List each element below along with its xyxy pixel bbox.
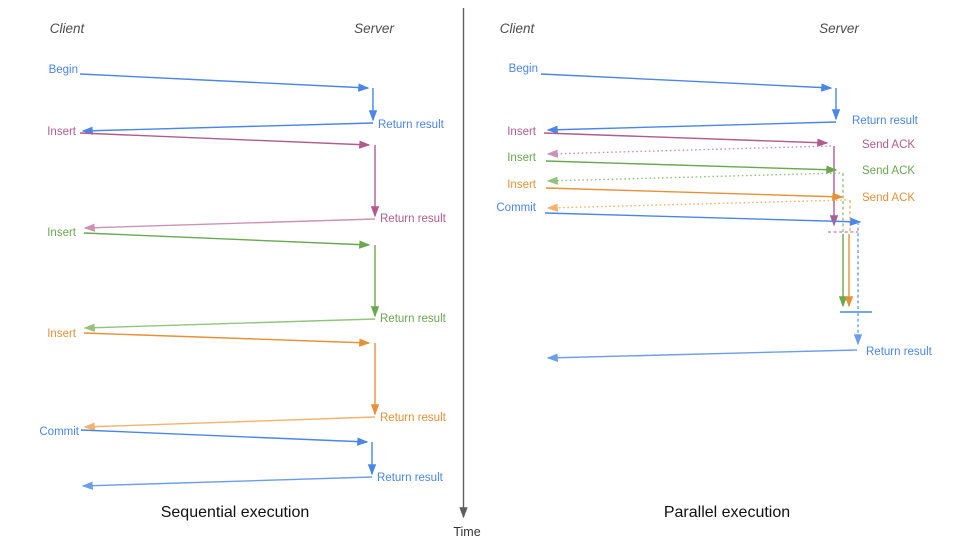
message-label-send-ack-3: Send ACK <box>862 192 915 204</box>
message-label-send-ack-1: Send ACK <box>862 139 915 151</box>
sequential-panel: Client Server Begin Return result Insert… <box>39 21 446 521</box>
message-label-return-result: Return result <box>380 313 447 325</box>
ack-arrow-insert-1 <box>546 145 832 158</box>
message-label-insert-2: Insert <box>507 152 537 164</box>
response-arrow-begin <box>546 121 837 134</box>
ack-arrow-insert-2 <box>546 172 841 185</box>
message-label-return-result: Return result <box>380 213 447 225</box>
message-label-commit: Commit <box>496 202 536 214</box>
message-label-return-result: Return result <box>380 412 447 424</box>
ack-arrow-insert-3 <box>546 199 847 212</box>
parallel-panel: Client Server Begin Return result Insert… <box>496 21 932 521</box>
server-lifeline-label: Server <box>354 21 394 36</box>
request-arrow-insert-1 <box>543 132 829 147</box>
response-arrow-insert-2 <box>83 318 376 332</box>
request-arrow-commit <box>80 429 369 446</box>
request-arrow-insert-1 <box>79 132 371 149</box>
request-arrow-insert-3 <box>545 187 844 201</box>
request-arrow-begin <box>79 73 370 92</box>
message-label-insert-3: Insert <box>507 179 537 191</box>
message-label-return-result: Return result <box>852 115 919 127</box>
response-arrow-insert-1 <box>83 218 376 232</box>
message-label-send-ack-2: Send ACK <box>862 165 915 177</box>
message-label-commit: Commit <box>39 426 79 438</box>
message-label-return-result: Return result <box>866 346 933 358</box>
message-label-begin: Begin <box>509 63 538 75</box>
response-arrow-insert-3 <box>83 416 376 431</box>
message-label-return-result: Return result <box>378 119 445 131</box>
message-label-insert-2: Insert <box>47 227 77 239</box>
request-arrow-insert-2 <box>83 232 371 249</box>
response-arrow-begin <box>81 122 374 135</box>
response-arrow-commit <box>546 349 858 362</box>
time-axis-label: Time <box>453 525 480 539</box>
message-label-return-result: Return result <box>377 472 444 484</box>
request-arrow-insert-3 <box>83 332 371 347</box>
message-label-insert-1: Insert <box>47 126 77 138</box>
message-label-begin: Begin <box>49 64 78 76</box>
message-label-insert-3: Insert <box>47 328 77 340</box>
response-arrow-commit <box>81 476 373 490</box>
server-lifeline-label: Server <box>819 21 859 36</box>
sequential-panel-title: Sequential execution <box>161 504 310 521</box>
request-arrow-begin <box>540 73 833 92</box>
message-label-insert-1: Insert <box>507 126 537 138</box>
request-arrow-commit <box>544 212 862 226</box>
client-lifeline-label: Client <box>500 21 536 36</box>
time-axis: Time <box>453 8 481 539</box>
parallel-panel-title: Parallel execution <box>664 504 790 521</box>
client-lifeline-label: Client <box>50 21 86 36</box>
request-arrow-insert-2 <box>545 160 838 174</box>
